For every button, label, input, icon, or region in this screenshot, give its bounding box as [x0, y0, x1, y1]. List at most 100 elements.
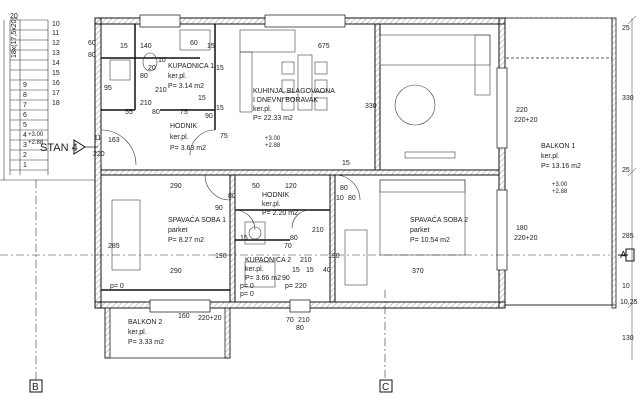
- dimension: 10: [622, 283, 630, 290]
- dimension: 370: [412, 268, 424, 275]
- dimension: 220+20: [514, 117, 538, 124]
- dimension: 210: [140, 100, 152, 107]
- room-label-spavaca-soba-2: SPAVAĆA SOBA 2 parket P= 10.54 m2: [410, 215, 468, 244]
- dimension: 20: [148, 65, 156, 72]
- dimension: 15: [240, 235, 248, 242]
- step-number: 4: [23, 132, 27, 139]
- staircase: [0, 19, 95, 181]
- furniture: [109, 29, 491, 288]
- step-number: 6: [23, 112, 27, 119]
- dimension: 220+20: [198, 315, 222, 322]
- level-label: +2.88: [28, 140, 44, 146]
- step-number: 2: [23, 152, 27, 159]
- dimension: p= 0: [110, 283, 124, 290]
- svg-text:P= 3.66 m2: P= 3.66 m2: [245, 275, 281, 282]
- step-number: 17: [52, 90, 60, 97]
- svg-text:HODNIK: HODNIK: [170, 123, 198, 130]
- dimension: 190: [328, 253, 340, 260]
- step-number: 9: [23, 82, 27, 89]
- svg-text:ker.pl.: ker.pl.: [128, 329, 147, 336]
- windows: [139, 14, 508, 313]
- dimension: 75: [180, 109, 188, 116]
- dimension: 290: [170, 183, 182, 190]
- step-number: 16: [52, 80, 60, 87]
- dimension-labels: 60 80 140 60 675 15 15 15 15 15 210 210 …: [10, 13, 638, 342]
- dimension: 15: [342, 160, 350, 167]
- dimension: 50: [252, 183, 260, 190]
- dimension: 15: [292, 267, 300, 274]
- dimension: 15: [198, 95, 206, 102]
- dimension: 80: [228, 193, 236, 200]
- room-label-hodnik-1: HODNIK ker.pl. P= 3.63 m2: [170, 123, 206, 152]
- interior-walls: [101, 24, 330, 291]
- svg-text:P= 3.33 m2: P= 3.33 m2: [128, 339, 164, 346]
- room-label-spavaca-soba-1: SPAVAĆA SOBA 1 parket P= 8.27 m2: [168, 215, 226, 244]
- axis-label-b: B: [32, 382, 39, 393]
- axis-label-c: C: [382, 382, 389, 393]
- dimension: 675: [318, 43, 330, 50]
- balcony-1-outline: [504, 17, 617, 309]
- dimension: 10: [336, 195, 344, 202]
- dimension: 285: [108, 243, 120, 250]
- dimension: p= 0: [240, 283, 254, 290]
- svg-text:KUHINJA, BLAGOVAONA: KUHINJA, BLAGOVAONA: [253, 88, 335, 95]
- dimension: 90: [215, 205, 223, 212]
- step-number: 18: [52, 100, 60, 107]
- dimension: 20: [10, 13, 18, 20]
- dimension: 15: [216, 65, 224, 72]
- room-label-hodnik-2: HODNIK ker.pl. P= 2.20 m2: [262, 192, 298, 217]
- dimension: 190: [215, 253, 227, 260]
- dimension: 15: [306, 267, 314, 274]
- dimension: 10: [158, 57, 166, 64]
- dimension: 210: [155, 87, 167, 94]
- svg-text:P= 13.16 m2: P= 13.16 m2: [541, 163, 581, 170]
- svg-text:BALKON 1: BALKON 1: [541, 143, 575, 150]
- dimension: p= 0: [240, 291, 254, 298]
- dimension: 10,25: [620, 299, 638, 306]
- dimension: p= 220: [285, 283, 307, 290]
- svg-text:+3.00: +3.00: [265, 136, 281, 142]
- dimension: 80: [140, 73, 148, 80]
- dimension: 210: [312, 227, 324, 234]
- dimension: 210: [300, 257, 312, 264]
- svg-text:parket: parket: [168, 227, 188, 234]
- dimension: 220: [93, 151, 105, 158]
- svg-text:+2.88: +2.88: [265, 143, 281, 149]
- step-number: 10: [52, 21, 60, 28]
- room-label-kupaonica-2: KUPAONICA 2 ker.pl. P= 3.66 m2: [245, 257, 291, 282]
- step-number: 1: [23, 162, 27, 169]
- room-label-balkon-1: BALKON 1 ker.pl. P= 13.16 m2 +3.00 +2.88: [541, 143, 581, 195]
- dimension: 80: [152, 109, 160, 116]
- room-label-balkon-2: BALKON 2 ker.pl. P= 3.33 m2: [128, 319, 164, 346]
- dimension: 160: [178, 313, 190, 320]
- dimension: 163: [108, 137, 120, 144]
- step-number: 8: [23, 92, 27, 99]
- step-number: 14: [52, 60, 60, 67]
- dimension: 80: [88, 52, 96, 59]
- dimension: 55: [125, 109, 133, 116]
- step-number: 13: [52, 50, 60, 57]
- svg-text:KUPAONICA 2: KUPAONICA 2: [245, 257, 291, 264]
- level-label: +3.00: [28, 132, 44, 138]
- svg-text:P= 8.27 m2: P= 8.27 m2: [168, 237, 204, 244]
- apartment-label: STAN 4: [40, 142, 78, 154]
- svg-text:P= 3.63 m2: P= 3.63 m2: [170, 145, 206, 152]
- dimension: 140: [140, 43, 152, 50]
- svg-text:parket: parket: [410, 227, 430, 234]
- dimension: 120: [285, 183, 297, 190]
- dimension: 25: [622, 167, 630, 174]
- dimension: 60: [190, 40, 198, 47]
- room-label-kupaonica-1: KUPAONICA 1 ker.pl. P= 3.14 m2: [168, 63, 214, 90]
- dimension: 220: [516, 107, 528, 114]
- dimension: 80: [348, 195, 356, 202]
- svg-text:ker.pl.: ker.pl.: [168, 73, 187, 80]
- axis-markers: [29, 248, 635, 393]
- step-number: 12: [52, 40, 60, 47]
- room-label-kuhinja: KUHINJA, BLAGOVAONA I DNEVNI BORAVAK ker…: [253, 88, 335, 149]
- step-number: 7: [23, 102, 27, 109]
- dimension: 15: [120, 43, 128, 50]
- svg-text:ker.pl.: ker.pl.: [541, 153, 560, 160]
- dimension: 210: [298, 317, 310, 324]
- svg-text:+2.88: +2.88: [552, 189, 568, 195]
- svg-text:ker.pl.: ker.pl.: [253, 106, 272, 113]
